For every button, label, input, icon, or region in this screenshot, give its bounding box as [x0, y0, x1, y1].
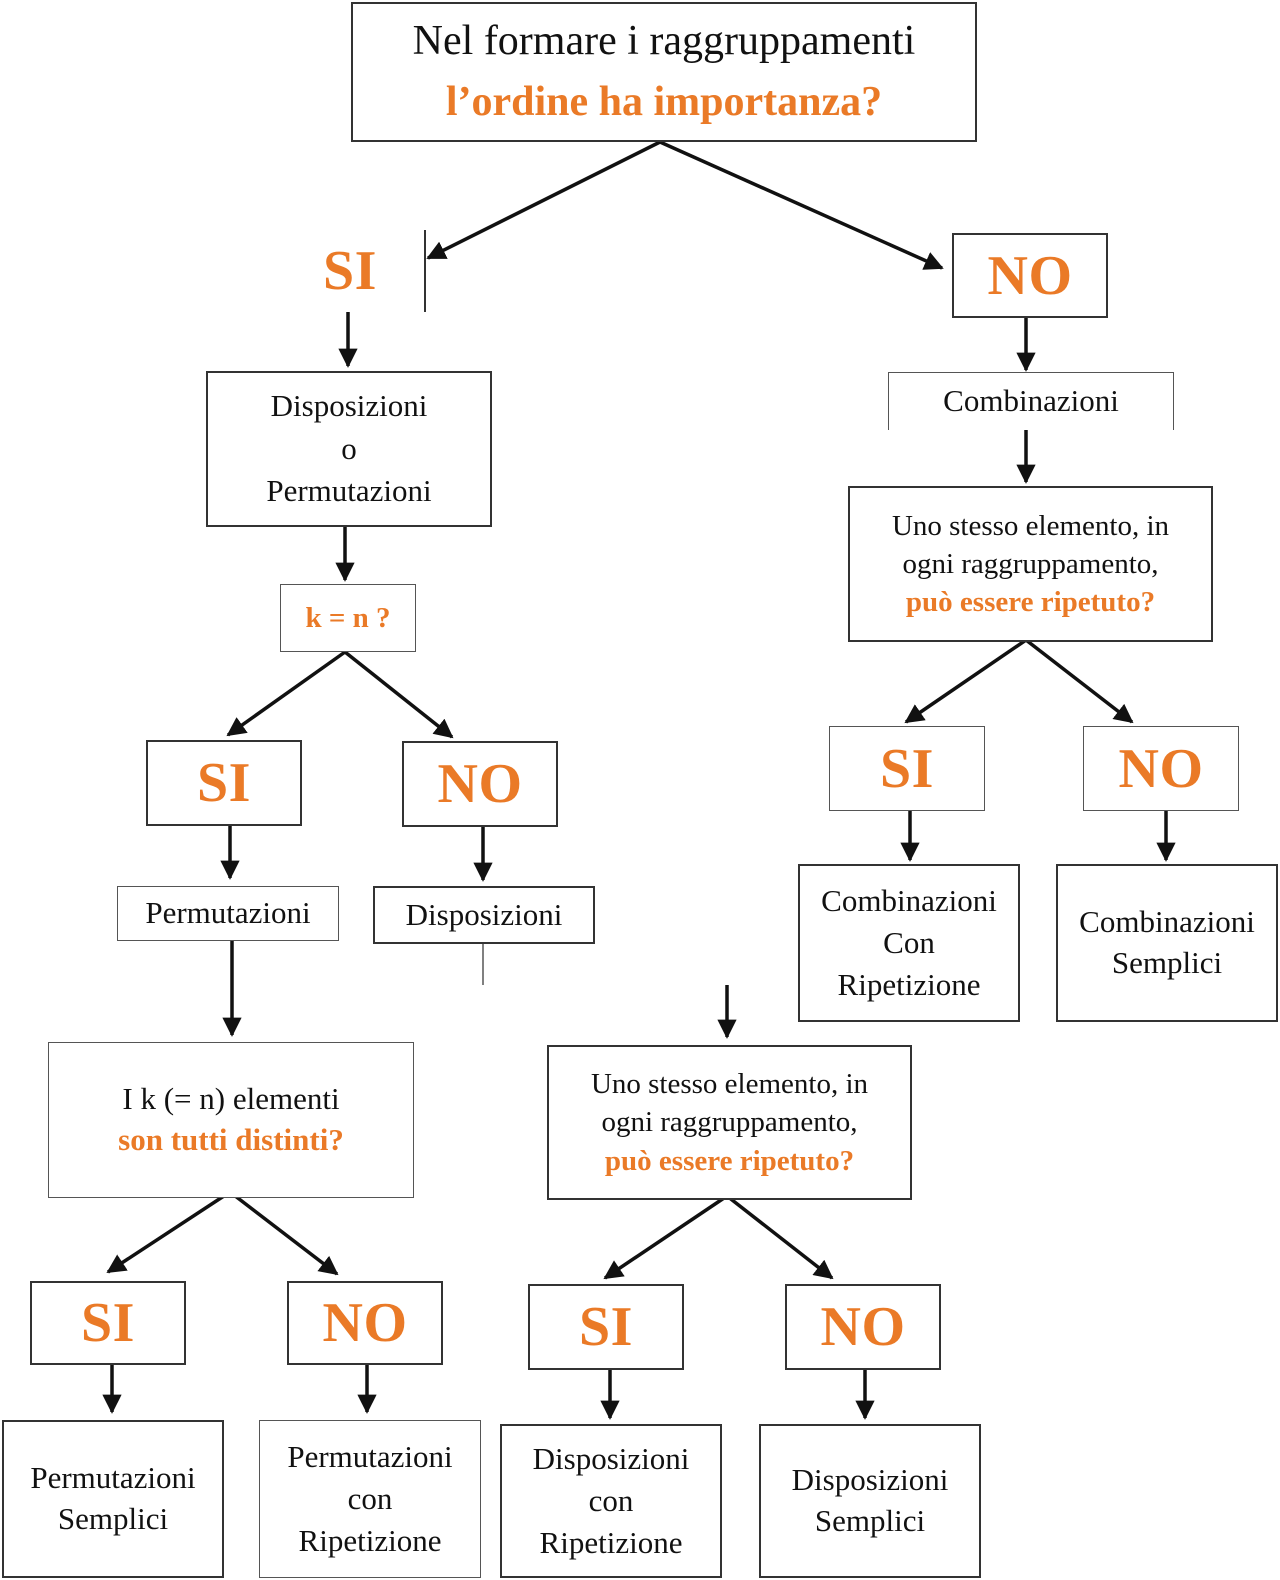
final-line-1: Combinazioni: [821, 883, 997, 919]
final-line-3: Ripetizione: [539, 1524, 683, 1560]
arrow-comb-q-to-no: [1024, 638, 1134, 724]
final-line-2: con: [588, 1483, 634, 1519]
k-equals-n-question: k = n ?: [280, 584, 416, 652]
final-line-2: Con: [883, 925, 935, 961]
answer-no-order-label: NO: [987, 244, 1073, 307]
distinti-question-text: I k (= n) elementi: [122, 1081, 340, 1117]
final-line-1: Combinazioni: [1079, 904, 1255, 940]
answer-disp-repeat-no: NO: [785, 1284, 941, 1370]
arrow-distinti-to-no: [228, 1190, 339, 1276]
permutazioni-label: Permutazioni: [145, 895, 311, 931]
repeat-question-line-1: Uno stesso elemento, in: [891, 509, 1170, 542]
permutazioni-con-ripetizione-box: Permutazioni con Ripetizione: [259, 1420, 481, 1578]
repeat-question-line-2: ogni raggruppamento,: [902, 547, 1159, 580]
answer-no-order: NO: [952, 233, 1108, 318]
result-line-3: Permutazioni: [266, 473, 432, 509]
arrow-root-to-si: [426, 140, 661, 260]
answer-distinti-no-label: NO: [322, 1292, 408, 1354]
arrow-root-to-no: [659, 140, 944, 270]
result-line-1: Disposizioni: [270, 387, 428, 423]
answer-si-order: SI: [276, 230, 426, 312]
final-line-2: Semplici: [814, 1503, 926, 1538]
final-line-2: con: [347, 1481, 393, 1517]
answer-si-order-label: SI: [323, 240, 377, 302]
final-line-2: Semplici: [57, 1501, 169, 1536]
disposizioni-semplici-box: Disposizioni Semplici: [759, 1424, 981, 1578]
permutazioni-semplici-box: Permutazioni Semplici: [2, 1420, 224, 1578]
answer-kn-si-label: SI: [197, 752, 251, 814]
combinazioni-semplici-box: Combinazioni Semplici: [1056, 864, 1278, 1022]
result-line-2: o: [341, 430, 357, 466]
answer-disp-repeat-si-label: SI: [579, 1296, 633, 1358]
final-line-1: Disposizioni: [791, 1462, 949, 1498]
arrow-comb-q-to-si: [904, 638, 1027, 724]
answer-disp-repeat-no-label: NO: [820, 1296, 906, 1358]
answer-comb-si: SI: [829, 726, 985, 811]
arrow-disp-q-to-si: [603, 1194, 728, 1280]
final-line-3: Ripetizione: [298, 1522, 442, 1558]
combinazioni-box: Combinazioni: [888, 372, 1174, 430]
combinazioni-con-ripetizione-box: Combinazioni Con Ripetizione: [798, 864, 1020, 1022]
answer-kn-no-label: NO: [437, 753, 523, 815]
answer-distinti-no: NO: [287, 1281, 443, 1365]
final-line-3: Ripetizione: [837, 966, 981, 1002]
repeat-question-line-1: Uno stesso elemento, in: [590, 1068, 869, 1101]
repeat-question-line-2: ogni raggruppamento,: [601, 1106, 858, 1139]
answer-comb-no-label: NO: [1118, 737, 1204, 800]
answer-comb-no: NO: [1083, 726, 1239, 811]
root-question-box: Nel formare i raggruppamenti l’ordine ha…: [351, 2, 977, 142]
permutazioni-box: Permutazioni: [117, 886, 339, 941]
disposizioni-repeat-question-box: Uno stesso elemento, in ogni raggruppame…: [547, 1045, 912, 1200]
answer-distinti-si-label: SI: [81, 1292, 135, 1354]
repeat-question-highlight: può essere ripetuto?: [604, 1144, 855, 1177]
answer-distinti-si: SI: [30, 1281, 186, 1365]
root-question-highlight: l’ordine ha importanza?: [445, 79, 883, 125]
answer-kn-si: SI: [146, 740, 302, 826]
final-line-2: Semplici: [1111, 945, 1223, 980]
final-line-1: Permutazioni: [30, 1460, 196, 1496]
disposizioni-con-ripetizione-box: Disposizioni con Ripetizione: [500, 1424, 722, 1578]
repeat-question-highlight: può essere ripetuto?: [905, 586, 1156, 619]
arrow-k-eq-n-to-si: [226, 650, 347, 737]
disposizioni-o-permutazioni-box: Disposizioni o Permutazioni: [206, 371, 492, 527]
disposizioni-box: Disposizioni: [373, 886, 595, 944]
combinazioni-label: Combinazioni: [943, 383, 1119, 419]
distinti-question-box: I k (= n) elementi son tutti distinti?: [48, 1042, 414, 1198]
k-equals-n-label: k = n ?: [305, 601, 391, 634]
arrow-k-eq-n-to-no: [343, 650, 454, 739]
distinti-question-highlight: son tutti distinti?: [118, 1122, 344, 1157]
arrow-disp-q-to-no: [725, 1194, 834, 1280]
disposizioni-label: Disposizioni: [405, 896, 563, 932]
answer-disp-repeat-si: SI: [528, 1284, 684, 1370]
answer-comb-si-label: SI: [880, 737, 934, 800]
root-question-text: Nel formare i raggruppamenti: [412, 18, 916, 65]
answer-kn-no: NO: [402, 741, 558, 827]
final-line-1: Permutazioni: [287, 1439, 453, 1475]
arrow-distinti-to-si: [106, 1190, 231, 1274]
final-line-1: Disposizioni: [532, 1441, 690, 1477]
combinazioni-repeat-question-box: Uno stesso elemento, in ogni raggruppame…: [848, 486, 1213, 642]
